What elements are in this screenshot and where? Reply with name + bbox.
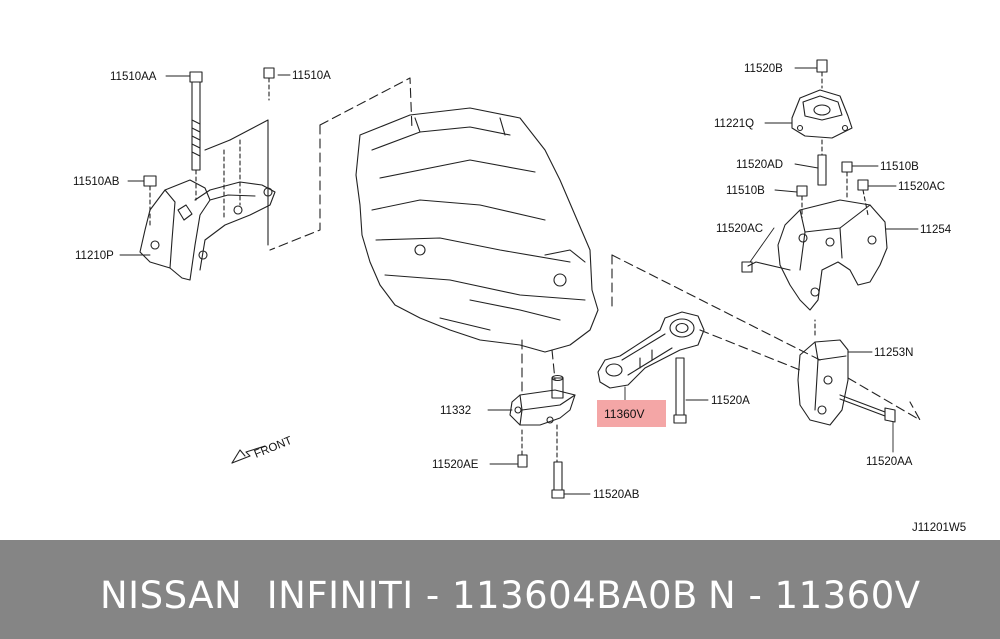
diagram-code: J11201W5: [912, 522, 966, 534]
callout-11510B-left[interactable]: 11510B: [726, 185, 765, 197]
highlighted-part-box: [597, 400, 666, 427]
callout-11520AE[interactable]: 11520AE: [432, 459, 479, 471]
front-label: FRONT: [253, 435, 294, 461]
callout-11510A[interactable]: 11510A: [292, 70, 331, 82]
engine-block-drawing: [355, 107, 599, 353]
callout-11510AB[interactable]: 11510AB: [73, 176, 120, 188]
part-callouts: 11510AA 11510A 11510AB 11210P 11520B 112…: [73, 63, 966, 534]
callout-11253N[interactable]: 11253N: [874, 347, 913, 359]
part-number-footer: NISSAN INFINITI - 113604BA0B N - 11360V: [0, 540, 1000, 639]
callout-11520AB[interactable]: 11520AB: [593, 489, 640, 501]
callout-11520AC-left[interactable]: 11520AC: [716, 223, 763, 235]
assembly-guide-lines: [269, 77, 921, 421]
brand-and-part-number: NISSAN INFINITI - 113604BA0B: [100, 574, 698, 617]
callout-11520AD[interactable]: 11520AD: [736, 159, 783, 171]
front-direction-arrow: [231, 445, 266, 464]
callout-11510B-top[interactable]: 11510B: [880, 161, 919, 173]
callout-11254[interactable]: 11254: [920, 224, 952, 236]
callout-11210P[interactable]: 11210P: [75, 250, 114, 262]
callout-11520AA[interactable]: 11520AA: [866, 456, 913, 468]
torque-rod-bracket-drawing: [509, 374, 576, 499]
callout-leader-lines: [119, 67, 919, 495]
callout-11360V-highlighted[interactable]: 11360V: [604, 407, 644, 421]
callout-11520B[interactable]: 11520B: [744, 63, 783, 75]
callout-11520AC-right[interactable]: 11520AC: [898, 181, 945, 193]
callout-11510AA[interactable]: 11510AA: [110, 71, 157, 83]
right-mount-assembly-drawing: [741, 59, 896, 426]
callout-11332[interactable]: 11332: [440, 405, 471, 417]
left-mount-bracket-drawing: [139, 67, 276, 281]
torque-rod-drawing: [597, 311, 705, 424]
callout-11520A[interactable]: 11520A: [711, 395, 750, 407]
catalog-ncode: N - 11360V: [708, 574, 921, 617]
exploded-parts-diagram: 11510AA 11510A 11510AB 11210P 11520B 112…: [73, 59, 966, 534]
callout-11221Q[interactable]: 11221Q: [714, 118, 754, 130]
